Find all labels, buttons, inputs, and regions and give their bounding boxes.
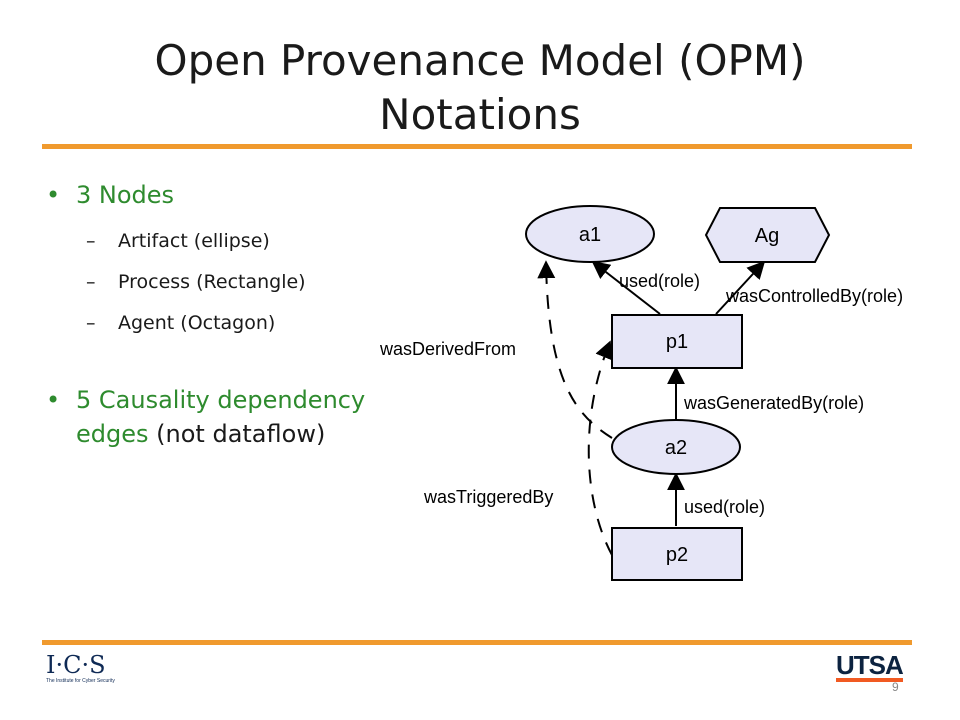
node-a2 [611, 419, 741, 475]
node-p1 [611, 314, 743, 369]
subitem-artifact: Artifact (ellipse) [42, 229, 382, 253]
subitem-agent: Agent (Octagon) [42, 311, 382, 335]
edge-label-derived: wasDerivedFrom [379, 339, 516, 359]
edge-label-controlled: wasControlledBy(role) [725, 286, 903, 306]
ics-logo-text: I·C·S [46, 651, 106, 679]
edge-label-triggered: wasTriggeredBy [423, 487, 553, 507]
edge-derived-a2-a1 [537, 260, 613, 439]
node-p1-label: p1 [666, 331, 688, 353]
slide-title: Open Provenance Model (OPM) Notations [60, 34, 900, 142]
ics-logo-tagline: The Institute for Cyber Security [46, 678, 115, 684]
edge-used-p1-a1 [591, 260, 661, 315]
title-divider [42, 144, 912, 149]
footer-divider [42, 640, 912, 645]
edge-label-used-2: used(role) [684, 497, 765, 517]
title-line-1: Open Provenance Model (OPM) [154, 36, 806, 85]
slide-number: 9 [892, 680, 899, 694]
node-a2-label: a2 [665, 437, 687, 459]
node-p2 [611, 527, 743, 581]
bullet-list: 3 Nodes Artifact (ellipse) Process (Rect… [42, 178, 382, 451]
node-ag [704, 207, 831, 263]
utsa-logo: UTSA [836, 650, 904, 682]
bullet-edges-note: (not dataflow) [156, 420, 326, 448]
node-ag-label: Ag [755, 225, 779, 247]
bullet-edges: 5 Causality dependency edges (not datafl… [42, 383, 382, 451]
edge-label-used-1: used(role) [619, 271, 700, 291]
node-a1 [525, 205, 655, 263]
subitem-process: Process (Rectangle) [42, 270, 382, 294]
ics-logo: I·C·S The Institute for Cyber Security [46, 652, 126, 688]
bullet-nodes: 3 Nodes [42, 178, 382, 212]
bullet-edges-text: 5 Causality dependency edges [76, 386, 366, 448]
title-line-2: Notations [379, 90, 581, 139]
node-a1-label: a1 [579, 224, 601, 246]
edge-label-generated: wasGeneratedBy(role) [683, 393, 864, 413]
edge-triggered-p2-p1 [587, 340, 613, 556]
edge-controlled-p1-ag [715, 260, 766, 315]
node-p2-label: p2 [666, 544, 688, 566]
